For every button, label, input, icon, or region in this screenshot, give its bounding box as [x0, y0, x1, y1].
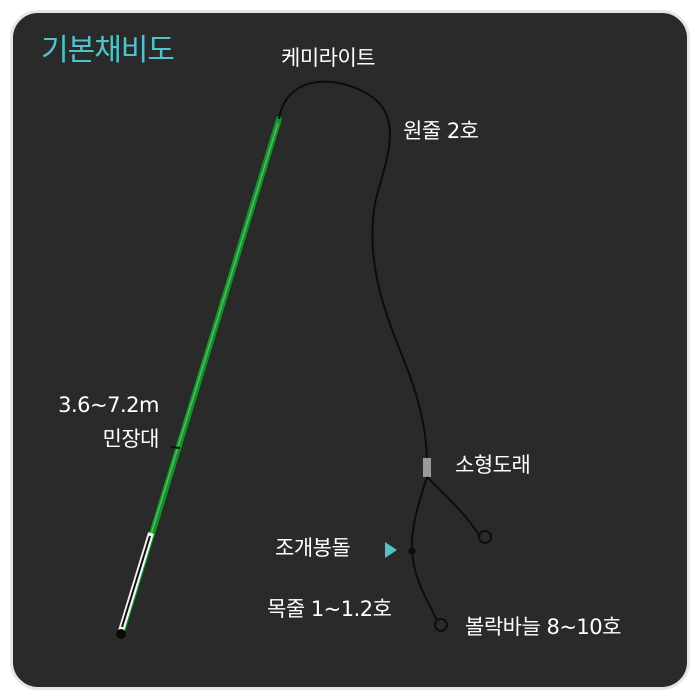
- label-swivel: 소형도래: [455, 453, 531, 477]
- fishing-rod: [116, 115, 283, 639]
- sinker-dot: [408, 547, 416, 555]
- pointer-arrow-icon: [385, 542, 397, 558]
- label-rod-type: 민장대: [102, 427, 160, 451]
- diagram-card: 기본채비도 케미라이트 원줄 2호 3.6~7.2m 민장대 소형도래 조개봉돌…: [10, 10, 690, 690]
- label-main-line: 원줄 2호: [403, 119, 479, 143]
- label-rod-length: 3.6~7.2m: [58, 393, 159, 417]
- branch-line: [426, 476, 480, 536]
- leader-line: [410, 476, 438, 622]
- lower-hook-icon: [434, 618, 448, 632]
- label-hook: 볼락바늘 8~10호: [465, 615, 621, 639]
- label-leader: 목줄 1~1.2호: [267, 597, 392, 621]
- rigging-diagram: [116, 80, 492, 639]
- label-chemilight: 케미라이트: [281, 46, 376, 70]
- swivel-mark: [423, 458, 431, 477]
- label-sinker: 조개봉돌: [275, 536, 351, 560]
- rod-handle-stripe: [121, 535, 151, 628]
- main-line: [278, 80, 428, 464]
- rod-butt-cap: [116, 629, 126, 639]
- rod-joint: [170, 446, 181, 449]
- upper-hook-icon: [478, 530, 492, 544]
- diagram-title: 기본채비도: [41, 33, 175, 68]
